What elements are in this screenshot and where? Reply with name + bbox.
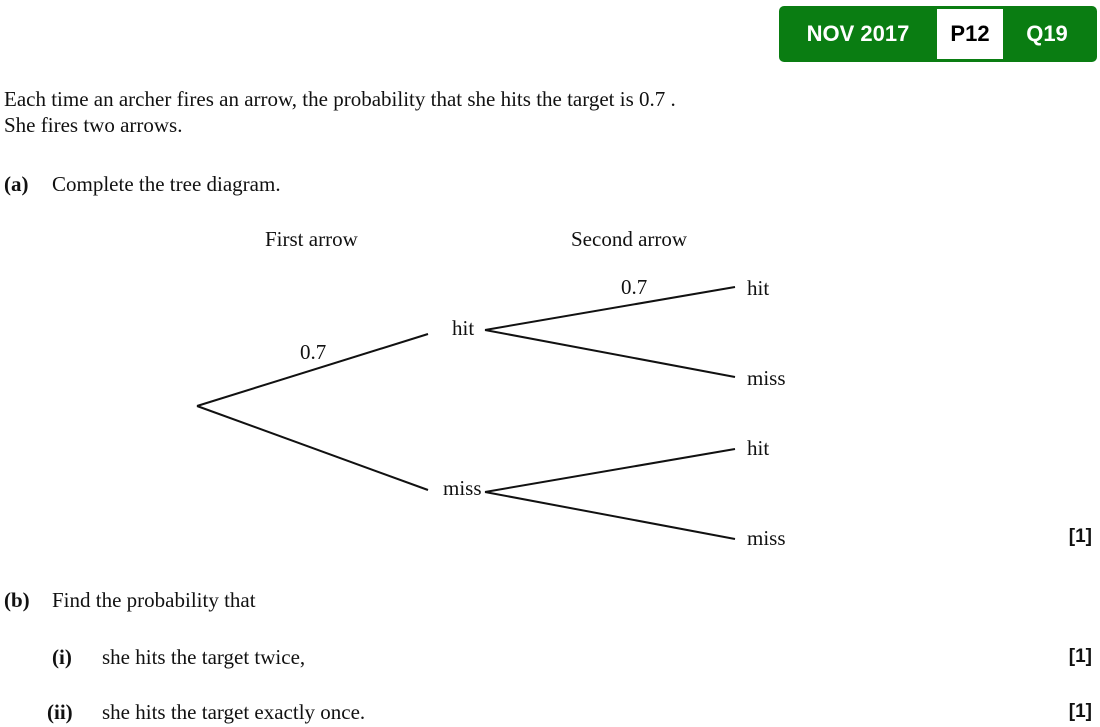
intro-line-2: She fires two arrows.	[4, 113, 183, 137]
badge-paper: P12	[937, 9, 1003, 59]
part-b-ii-text: she hits the target exactly once.	[102, 700, 366, 724]
node-miss-miss: miss	[747, 526, 786, 550]
second-arrow-heading: Second arrow	[571, 227, 688, 251]
second-hit-probability: 0.7	[621, 275, 648, 299]
part-b-i-label: (i)	[52, 645, 72, 669]
branch-hit-miss	[484, 329, 736, 378]
part-a-label: (a)	[4, 172, 29, 196]
part-b-label: (b)	[4, 588, 30, 612]
part-b-i-marks: [1]	[1068, 646, 1092, 667]
badge-session: NOV 2017	[806, 21, 910, 46]
first-hit-probability: 0.7	[300, 340, 327, 364]
part-b-i-text: she hits the target twice,	[102, 645, 306, 669]
branch-hit-hit	[484, 286, 736, 331]
badge-question: Q19	[1026, 21, 1068, 46]
intro-line-1: Each time an archer fires an arrow, the …	[4, 87, 676, 111]
node-hit-hit: hit	[747, 276, 770, 300]
part-b-text: Find the probability that	[52, 588, 256, 612]
node-hit-miss: miss	[747, 366, 786, 390]
node-miss-hit: hit	[747, 436, 770, 460]
node-first-miss: miss	[443, 476, 482, 500]
node-first-hit: hit	[452, 316, 475, 340]
question-reference-badge: NOV 2017 P12 Q19	[779, 6, 1097, 62]
first-arrow-heading: First arrow	[265, 227, 358, 251]
branch-first-hit	[196, 333, 429, 407]
branch-first-miss	[196, 405, 429, 491]
branch-miss-miss	[484, 491, 736, 540]
part-b-ii-marks: [1]	[1068, 701, 1092, 722]
part-a-text: Complete the tree diagram.	[52, 172, 281, 196]
part-a-marks: [1]	[1068, 526, 1092, 547]
part-b-ii-label: (ii)	[47, 700, 73, 724]
branch-miss-hit	[484, 448, 736, 493]
